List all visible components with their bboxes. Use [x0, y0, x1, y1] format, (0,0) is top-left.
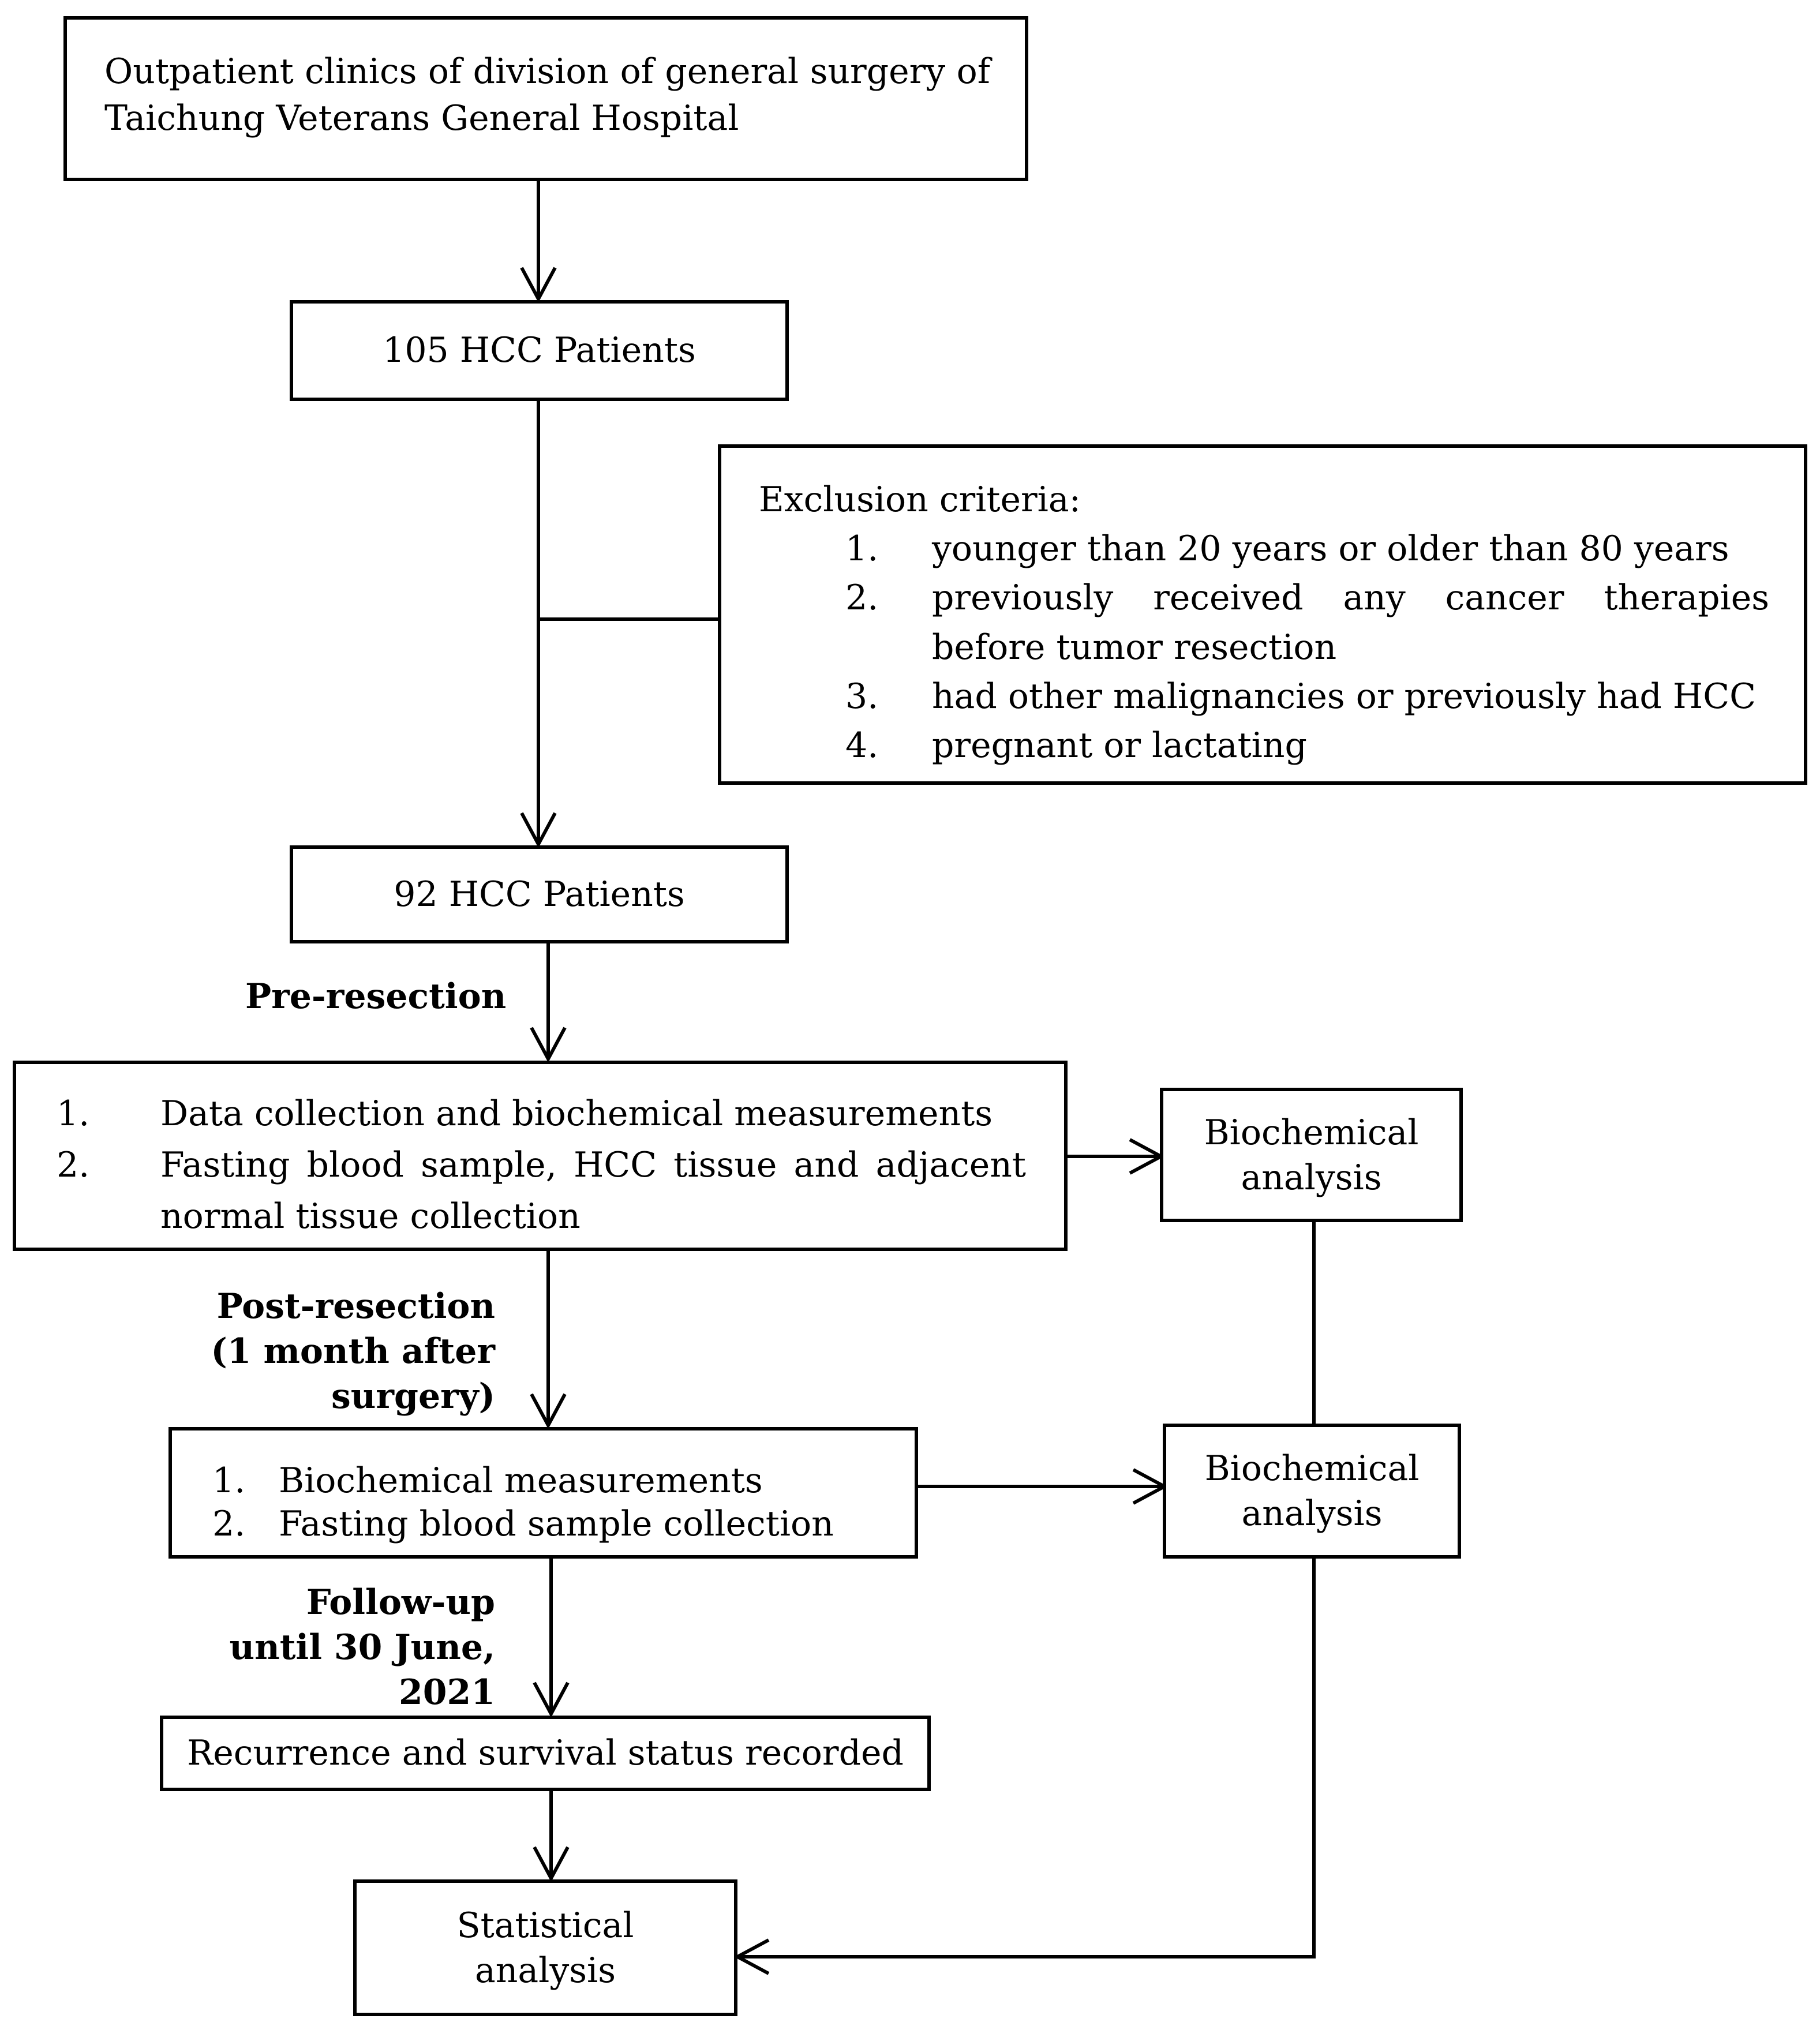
phase-label-post-line2: (1 month after surgery): [211, 1331, 495, 1417]
phase-label-pre: Pre-resection: [245, 974, 506, 1019]
arrowhead-pre: [530, 1027, 567, 1063]
exclusion-item: 2. previously received any cancer therap…: [759, 574, 1769, 672]
post-step-number: 2.: [212, 1504, 246, 1544]
exclusion-item-number: 3.: [845, 676, 879, 717]
arrowhead-included: [520, 812, 557, 848]
biochem-pre-line1: Biochemical: [1204, 1112, 1419, 1153]
biochem-box-pre: Biochemical analysis: [1160, 1088, 1463, 1222]
pre-step-text: Fasting blood sample, HCC tissue and adj…: [160, 1144, 1026, 1237]
exclusion-item: 3. had other malignancies or previously …: [759, 672, 1769, 721]
arrowhead-stats-top: [533, 1846, 570, 1882]
pre-step-number: 2.: [57, 1144, 90, 1185]
pre-steps-box: 1. Data collection and biochemical measu…: [13, 1061, 1068, 1251]
post-step-item: 2. Fasting blood sample collection: [212, 1503, 892, 1546]
post-step-item: 1. Biochemical measurements: [212, 1459, 892, 1503]
phase-label-post: Post-resection (1 month after surgery): [81, 1284, 495, 1419]
source-line-2: Taichung Veterans General Hospital: [104, 98, 739, 138]
arrow-biochem2-to-stats: [737, 1557, 1316, 1958]
source-box: Outpatient clinics of division of genera…: [63, 16, 1028, 181]
enrolled-count: 105 HCC Patients: [383, 330, 696, 370]
biochem-pre-line2: analysis: [1241, 1157, 1382, 1198]
arrowhead-outcome: [533, 1682, 570, 1718]
phase-label-post-line1: Post-resection: [216, 1286, 495, 1327]
exclusion-item: 1. younger than 20 years or older than 8…: [759, 525, 1769, 574]
post-step-text: Fasting blood sample collection: [279, 1504, 834, 1544]
biochem-post-line1: Biochemical: [1204, 1448, 1420, 1489]
pre-step-item: 1. Data collection and biochemical measu…: [57, 1088, 1026, 1140]
exclusion-box: Exclusion criteria: 1. younger than 20 y…: [718, 444, 1807, 785]
source-line-1: Outpatient clinics of division of genera…: [104, 51, 990, 92]
enrolled-box: 105 HCC Patients: [290, 300, 789, 401]
exclusion-item-text: younger than 20 years or older than 80 y…: [932, 529, 1729, 570]
pre-step-item: 2. Fasting blood sample, HCC tissue and …: [57, 1140, 1026, 1242]
stats-line2: analysis: [474, 1950, 616, 1991]
arrowhead-enrolled: [520, 267, 557, 303]
phase-label-pre-line1: Pre-resection: [245, 976, 507, 1017]
outcome-box: Recurrence and survival status recorded: [160, 1716, 931, 1791]
exclusion-item-number: 1.: [845, 529, 879, 570]
exclusion-item-text: had other malignancies or previously had…: [932, 676, 1757, 717]
exclusion-item-number: 4.: [845, 725, 879, 766]
phase-label-follow: Follow-up until 30 June, 2021: [138, 1580, 495, 1715]
phase-label-follow-line1: Follow-up: [306, 1582, 495, 1623]
biochem-post-line2: analysis: [1241, 1493, 1383, 1534]
exclusion-item-number: 2.: [845, 578, 879, 619]
pre-step-number: 1.: [57, 1093, 90, 1134]
post-steps-box: 1. Biochemical measurements 2. Fasting b…: [168, 1427, 918, 1559]
arrowhead-stats-side: [733, 1938, 770, 1975]
exclusion-title: Exclusion criteria:: [759, 480, 1081, 520]
exclusion-item-text: pregnant or lactating: [932, 725, 1307, 766]
outcome-text: Recurrence and survival status recorded: [187, 1733, 904, 1773]
arrowhead-post: [530, 1393, 567, 1429]
post-step-number: 1.: [212, 1460, 246, 1501]
pre-step-text: Data collection and biochemical measurem…: [160, 1093, 993, 1134]
post-step-text: Biochemical measurements: [279, 1460, 763, 1501]
included-box: 92 HCC Patients: [290, 845, 789, 943]
stats-box: Statistical analysis: [353, 1879, 737, 2016]
included-count: 92 HCC Patients: [394, 874, 685, 915]
biochem-box-post: Biochemical analysis: [1163, 1424, 1461, 1559]
exclusion-item: 4. pregnant or lactating: [759, 721, 1769, 770]
exclusion-item-text: previously received any cancer therapies…: [932, 578, 1769, 668]
stats-line1: Statistical: [456, 1905, 634, 1946]
phase-label-follow-line2: until 30 June, 2021: [229, 1627, 495, 1713]
